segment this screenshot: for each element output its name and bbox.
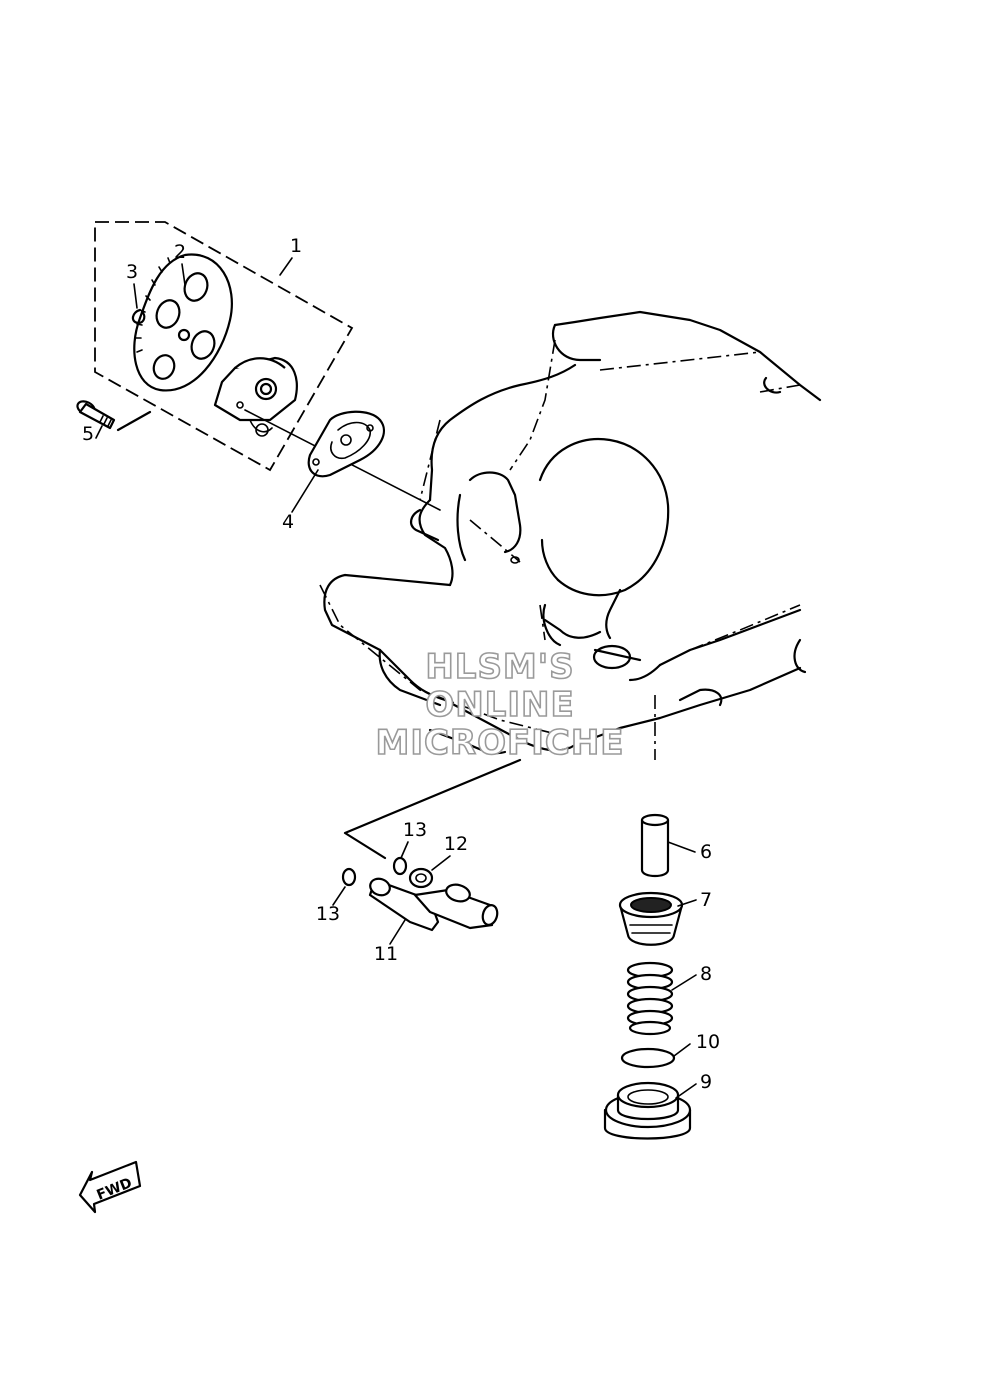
pump-gasket xyxy=(307,410,386,478)
callout-6: 6 xyxy=(700,841,712,863)
circlip xyxy=(131,308,146,325)
strainer xyxy=(618,891,684,946)
callout-7: 7 xyxy=(700,889,712,911)
callout-12: 12 xyxy=(444,833,468,855)
collar xyxy=(640,813,670,878)
callout-8: 8 xyxy=(700,963,712,985)
callout-5: 5 xyxy=(82,423,94,445)
bolt-leader xyxy=(116,410,152,432)
watermark-line-2: ONLINE xyxy=(425,685,574,725)
callout-13-upper: 13 xyxy=(403,819,427,841)
o-rings xyxy=(341,856,408,887)
callout-1: 1 xyxy=(290,235,302,257)
oil-pump-assembly-boundary xyxy=(94,221,354,472)
callouts-lever: 13 12 13 11 xyxy=(316,819,468,965)
watermark: HLSM'S ONLINE MICROFICHE xyxy=(375,646,625,764)
spring xyxy=(626,961,674,1036)
oil-lever-shaft xyxy=(368,877,499,932)
callout-3: 3 xyxy=(126,261,138,283)
pump-body xyxy=(213,356,298,437)
callouts-drain: 6 7 8 10 9 xyxy=(667,841,720,1099)
watermark-line-1: HLSM'S xyxy=(425,647,574,687)
callout-10: 10 xyxy=(696,1031,720,1053)
watermark-line-3: MICROFICHE xyxy=(375,723,624,763)
drain-plug xyxy=(603,1081,692,1140)
o-ring-large xyxy=(620,1047,676,1069)
center-lines xyxy=(319,339,801,760)
drive-gear xyxy=(133,253,233,392)
callouts-upper: 1 2 3 5 4 xyxy=(82,235,319,533)
pump-bolt xyxy=(76,400,116,430)
crankcase-outline xyxy=(323,310,822,755)
callout-2: 2 xyxy=(174,241,186,263)
lever-leader xyxy=(343,758,522,860)
callout-11: 11 xyxy=(374,943,398,965)
callout-13-lower: 13 xyxy=(316,903,340,925)
oil-seal xyxy=(408,867,434,889)
callout-9: 9 xyxy=(700,1071,712,1093)
callout-4: 4 xyxy=(282,511,294,533)
fwd-arrow-icon: FWD xyxy=(78,1160,142,1214)
